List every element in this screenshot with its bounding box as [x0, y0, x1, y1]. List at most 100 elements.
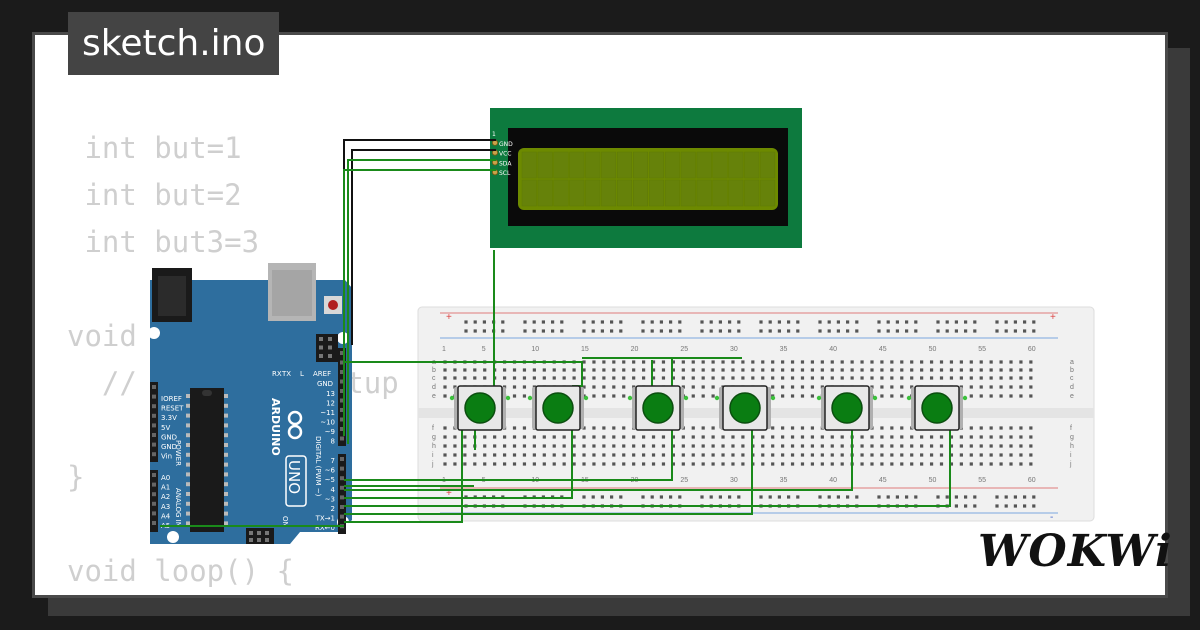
bb-col-number: 1: [442, 346, 446, 353]
bb-col-number: 45: [879, 477, 887, 484]
tx-label: TX: [281, 370, 291, 378]
wokwi-logo: WOKWi: [978, 526, 1173, 577]
bb-col-number: 60: [1028, 477, 1036, 484]
bb-col-number: 35: [780, 346, 788, 353]
push-button[interactable]: [627, 385, 689, 431]
bb-row-letter: g: [432, 434, 436, 441]
bb-col-number: 55: [978, 346, 986, 353]
power-pin-label: GND: [161, 433, 177, 441]
digital-pin-label: 2: [331, 505, 335, 513]
bb-col-number: 40: [829, 477, 837, 484]
digital-pin-label: 12: [326, 400, 335, 408]
arduino-logo: [287, 410, 303, 440]
digital-pin-label: ~9: [325, 428, 335, 436]
digital-pin-label: 8: [331, 438, 335, 446]
atmega-chip: [190, 388, 224, 532]
wire[interactable]: [344, 420, 463, 523]
wires[interactable]: [160, 139, 951, 527]
bb-col-number: 15: [581, 346, 589, 353]
lcd-grid: [521, 151, 776, 207]
aref-label: AREF: [313, 370, 331, 378]
digital-pin-label: 4: [331, 486, 336, 494]
bb-row-letter: g: [1070, 434, 1074, 441]
power-pin-label: RESET: [161, 405, 184, 413]
power-header: [150, 382, 158, 462]
push-button[interactable]: [714, 385, 776, 431]
bb-plus-top: +: [446, 312, 452, 323]
lcd-pin-label: SCL: [499, 170, 511, 177]
bb-row-letter: d: [432, 384, 436, 391]
bb-row-letter: j: [1069, 461, 1072, 468]
arduino-model: UNO: [285, 460, 303, 494]
analog-pin-label: A2: [161, 493, 170, 501]
power-pin-label: GND: [161, 443, 177, 451]
bb-col-number: 30: [730, 477, 738, 484]
digital-pin-label: ~10: [320, 419, 335, 427]
bb-col-number: 35: [780, 477, 788, 484]
digital-pin-label: 7: [331, 457, 335, 465]
digital-pin-label: TX→1: [315, 515, 335, 523]
digital-header-bottom: [338, 454, 346, 534]
bb-col-number: 25: [680, 346, 688, 353]
push-button[interactable]: [816, 385, 878, 431]
wire[interactable]: [343, 169, 496, 436]
bb-col-number: 50: [929, 346, 937, 353]
bb-row-letter: i: [432, 452, 434, 459]
digital-pin-label: RX←0: [315, 524, 335, 532]
analog-pin-label: A3: [161, 503, 170, 511]
wire[interactable]: [344, 420, 753, 515]
bb-row-letter: f: [432, 425, 434, 432]
code-line: }: [67, 460, 85, 494]
power-label: POWER: [174, 440, 182, 466]
power-pin-label: 5V: [161, 424, 170, 432]
rx-label: RX: [272, 370, 282, 378]
bb-col-number: 10: [531, 346, 539, 353]
analog-pin-label: A0: [161, 474, 170, 482]
bb-row-letter: d: [1070, 384, 1074, 391]
digital-pin-label: 13: [326, 390, 335, 398]
lcd-pin-label: VCC: [499, 151, 511, 158]
bb-col-number: 5: [482, 346, 486, 353]
code-line: int but=1: [67, 131, 242, 165]
sketch-title[interactable]: sketch.ino: [68, 12, 280, 75]
digital-label: DIGITAL (PWM ~): [314, 436, 322, 497]
wire[interactable]: [351, 149, 496, 345]
l-label: L: [300, 370, 304, 378]
wire[interactable]: [344, 420, 951, 507]
reset-button[interactable]: [328, 300, 338, 310]
arduino-brand: ARDUINO: [269, 398, 282, 456]
arduino-uno[interactable]: ARDUINO UNO DIGITAL (PWM ~) POWER ANALOG…: [148, 263, 352, 544]
digital-header-top: [338, 348, 346, 446]
code-line: int but=2: [67, 178, 242, 212]
digital-pin-label: ~5: [325, 476, 335, 484]
power-pin-label: 3.3V: [161, 414, 177, 422]
lcd-pin-label: SDA: [499, 160, 512, 167]
wire[interactable]: [347, 159, 496, 444]
bb-plus-bottom: +: [446, 488, 452, 499]
bb-row-letter: b: [1070, 367, 1074, 374]
power-pin-label: IOREF: [161, 395, 182, 403]
bb-row-letter: h: [432, 443, 436, 450]
analog-pin-label: A1: [161, 484, 170, 492]
bb-col-number: 40: [829, 346, 837, 353]
push-button[interactable]: [906, 385, 968, 431]
digital-pin-label: ~6: [325, 467, 336, 475]
bb-col-number: 60: [1028, 346, 1036, 353]
push-button[interactable]: [527, 385, 589, 431]
wire[interactable]: [344, 420, 573, 499]
power-pin-label: Vin: [161, 453, 172, 461]
bb-col-number: 25: [680, 477, 688, 484]
wire[interactable]: [344, 420, 673, 481]
push-buttons[interactable]: [449, 385, 968, 431]
bb-plus-right: +: [1050, 312, 1056, 323]
bb-col-number: 45: [879, 346, 887, 353]
code-line: void loop() {: [67, 554, 294, 588]
bb-row-letter: c: [1070, 375, 1074, 382]
push-button[interactable]: [449, 385, 511, 431]
bb-col-number: 55: [978, 477, 986, 484]
lcd-pin-label: GND: [499, 141, 513, 148]
wire[interactable]: [344, 420, 853, 491]
bb-row-letter: b: [432, 367, 436, 374]
